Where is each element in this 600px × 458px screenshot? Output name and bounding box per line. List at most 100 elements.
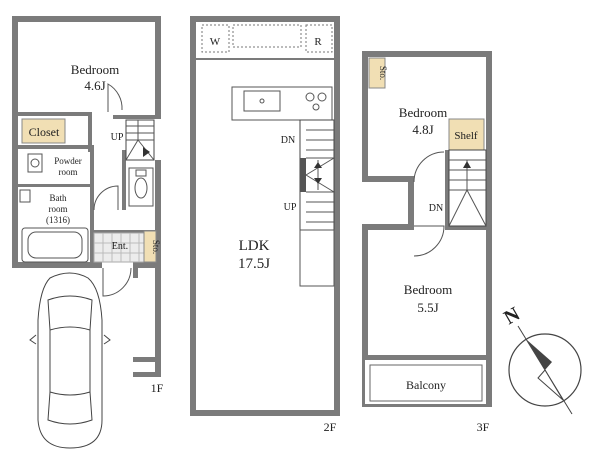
wall: [94, 230, 155, 233]
ldk-name: LDK: [239, 238, 270, 254]
powder-room-label-2: room: [59, 167, 78, 177]
wall: [113, 115, 155, 119]
door-swing: [93, 185, 119, 211]
washer-space: [201, 24, 230, 53]
wall: [362, 51, 368, 182]
closet: [21, 118, 66, 144]
storage-1f-label: Sto.: [151, 240, 161, 254]
wall: [88, 112, 92, 152]
balcony: [369, 364, 483, 402]
closet-label: Closet: [29, 125, 60, 139]
wall: [408, 176, 414, 226]
wall: [133, 372, 161, 377]
floor-2f: W R DN UP: [190, 16, 340, 434]
shelf-label: Shelf: [454, 130, 478, 142]
sink-drain: [259, 98, 265, 104]
washer-mark: W: [210, 36, 221, 48]
bath-label-1: Bath: [50, 193, 67, 203]
storage-2f: [232, 24, 302, 48]
toilet-bowl: [134, 177, 148, 199]
storage-1f: [143, 230, 157, 263]
wall: [196, 58, 334, 60]
floor-1f: Closet Bedroom 4.6J UP Powder room: [12, 16, 164, 449]
compass-north-label: N: [500, 303, 524, 330]
wall: [18, 112, 92, 116]
bedroom-1f-name: Bedroom: [71, 62, 119, 77]
door-swing: [107, 83, 123, 112]
ldk-size: 17.5J: [238, 256, 270, 272]
balcony-label: Balcony: [406, 378, 446, 392]
stair-down-label-3f: DN: [429, 203, 443, 214]
stairs-3f: DN: [429, 149, 487, 227]
bath-fixture: [19, 189, 31, 203]
storage-3f-label: Sto.: [378, 66, 388, 80]
wall: [12, 16, 18, 266]
bath-label-2: room: [49, 204, 68, 214]
wall: [334, 16, 340, 416]
wall: [445, 226, 492, 230]
bedroom-north-size: 4.8J: [412, 122, 433, 137]
bedroom-north-name: Bedroom: [399, 105, 447, 120]
floor-3f-label: 3F: [477, 420, 490, 434]
wall: [362, 224, 368, 360]
door-swing: [413, 225, 445, 257]
floor-2f-label: 2F: [324, 420, 337, 434]
wall: [362, 355, 365, 407]
stairs-2f: DN UP: [281, 119, 335, 231]
stairs-1f: UP: [111, 119, 155, 161]
stove-burner: [317, 92, 327, 102]
wall: [362, 224, 414, 230]
fridge-mark: R: [314, 36, 322, 48]
wall: [122, 150, 126, 210]
entrance-label: Ent.: [112, 241, 128, 252]
kitchen-sink: [243, 90, 281, 112]
powder-room-label-1: Powder: [54, 156, 82, 166]
compass: N: [500, 303, 582, 415]
wall: [133, 357, 155, 362]
wall: [362, 176, 414, 182]
stair-down-label: DN: [281, 135, 295, 146]
floor-3f: Sto. Bedroom 4.8J Shelf DN Bedroom 5.5J …: [362, 51, 492, 434]
door-swing: [413, 151, 445, 183]
shelf: [448, 118, 485, 151]
wall: [362, 404, 492, 407]
bath-label-3: (1316): [46, 215, 70, 225]
stair-storage: [299, 229, 335, 287]
bathtub-inner: [27, 231, 83, 259]
floor-1f-label: 1F: [151, 381, 164, 395]
wall: [445, 150, 449, 226]
wall: [155, 160, 161, 270]
wall: [362, 51, 492, 57]
door-swing: [102, 267, 132, 297]
stove-burner: [305, 92, 315, 102]
stove-burner: [312, 103, 320, 111]
wall: [155, 16, 161, 119]
wall: [12, 16, 161, 22]
entrance-tile: [93, 232, 145, 263]
wall: [362, 355, 492, 360]
bedroom-south-name: Bedroom: [404, 282, 452, 297]
wall: [190, 410, 340, 416]
powder-sink: [27, 153, 43, 173]
wall: [18, 184, 94, 187]
fridge-space: [305, 24, 333, 53]
compass-needle-tail: [537, 369, 564, 401]
wall: [190, 16, 196, 416]
toilet-tank: [135, 169, 147, 177]
powder-basin: [30, 158, 40, 168]
bedroom-south-size: 5.5J: [417, 300, 438, 315]
wall: [90, 145, 94, 265]
storage-3f: [368, 57, 386, 89]
compass-needle: [527, 340, 552, 370]
stair-up-label: UP: [111, 132, 124, 143]
bedroom-1f-size: 4.6J: [84, 78, 105, 93]
wall: [133, 262, 161, 268]
wall: [190, 16, 340, 22]
car-outline: [29, 272, 111, 449]
wall: [18, 145, 92, 149]
wall: [155, 262, 161, 377]
stair-up-label: UP: [284, 202, 297, 213]
wall: [133, 262, 138, 278]
wall: [12, 262, 102, 268]
